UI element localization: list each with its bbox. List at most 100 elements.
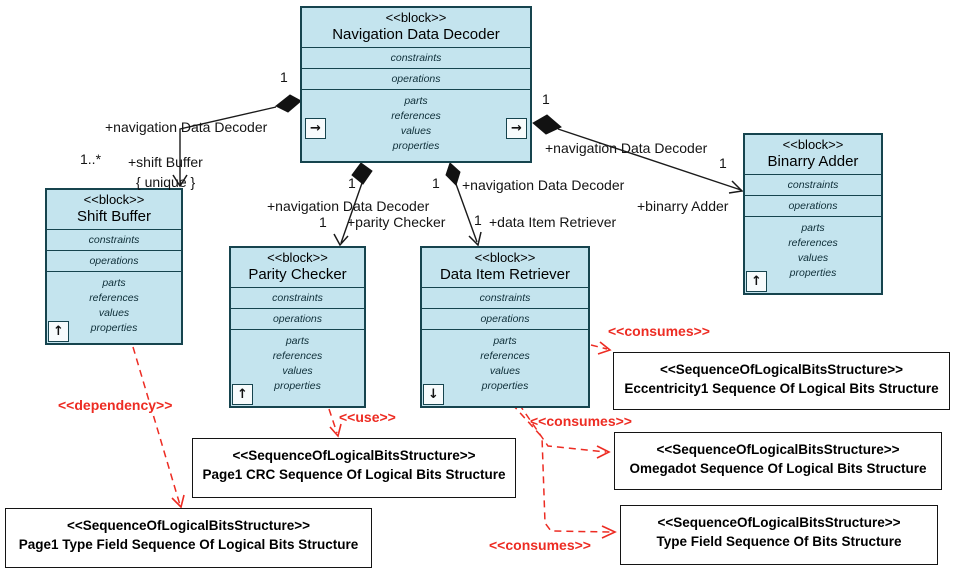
block-name: Shift Buffer (77, 208, 151, 226)
compartment-values-label: values (400, 125, 432, 137)
open-arrowhead (172, 174, 188, 188)
seq-box-stereotype: <<SequenceOfLogicalBitsStructure>> (656, 442, 900, 457)
compartment-parts-label: parts (404, 95, 428, 107)
compartment-references-label: references (480, 350, 530, 362)
stereotype-label-consumes[interactable]: <<consumes>> (530, 413, 632, 429)
seq-box-stereotype: <<SequenceOfLogicalBitsStructure>> (232, 448, 476, 463)
multiplicity-label[interactable]: 1 (719, 155, 727, 171)
block-stereotype: <<block>> (782, 137, 844, 152)
role-label-navigation-data-decoder[interactable]: +navigation Data Decoder (545, 140, 708, 156)
composition-diamond (445, 162, 461, 186)
compartment-values-label: values (282, 365, 313, 377)
compartment-properties-label: properties (789, 267, 837, 279)
flow-port-up-icon: ↑ (232, 384, 253, 405)
multiplicity-label[interactable]: 1 (474, 212, 482, 228)
open-arrowhead (596, 445, 611, 459)
seq-box-stereotype: <<SequenceOfLogicalBitsStructure>> (657, 515, 901, 530)
seq-box-stereotype: <<SequenceOfLogicalBitsStructure>> (66, 518, 311, 533)
consumes-dataitemretriever-omegadot[interactable] (518, 403, 611, 459)
dependency-shiftbuffer-page1typefield[interactable] (132, 346, 185, 509)
use-paritychecker-page1crc[interactable] (328, 408, 342, 438)
compartment-references-label: references (391, 110, 441, 122)
multiplicity-label[interactable]: 1 (319, 214, 327, 230)
block-stereotype: <<block>> (267, 250, 328, 265)
compartment-structure: parts references values properties (231, 330, 364, 406)
flow-port-up-icon: ↑ (746, 271, 767, 292)
open-arrowhead (597, 341, 612, 355)
compartment-operations: operations (745, 196, 881, 217)
flow-port-right-icon: → (506, 118, 527, 139)
open-arrowhead (171, 494, 185, 509)
association-decoder-binarryadder[interactable] (532, 114, 744, 194)
consumes-dataitemretriever-eccentricity[interactable] (590, 341, 612, 355)
role-label-navigation-data-decoder[interactable]: +navigation Data Decoder (462, 177, 625, 193)
constraint-label-unique[interactable]: { unique } (136, 174, 196, 190)
multiplicity-label[interactable]: 1..* (80, 151, 102, 167)
block-data-item-retriever[interactable]: <<block>> Data Item Retriever constraint… (420, 246, 590, 408)
association-decoder-dataitemretriever[interactable] (445, 162, 482, 247)
seq-box-type-field[interactable]: <<SequenceOfLogicalBitsStructure>> Type … (620, 505, 938, 565)
seq-box-page1-crc[interactable]: <<SequenceOfLogicalBitsStructure>> Page1… (192, 438, 516, 498)
compartment-operations: operations (302, 69, 530, 90)
seq-box-name: Eccentricity1 Sequence Of Logical Bits S… (624, 381, 939, 396)
role-label-binarry-adder[interactable]: +binarry Adder (637, 198, 729, 214)
association-decoder-paritychecker[interactable] (333, 162, 373, 247)
block-header: <<block>> Shift Buffer (47, 190, 181, 230)
stereotype-label-consumes[interactable]: <<consumes>> (608, 323, 710, 339)
compartment-properties-label: properties (274, 380, 321, 392)
flow-port-right-icon: → (305, 118, 326, 139)
block-stereotype: <<block>> (385, 10, 447, 25)
compartment-properties-label: properties (481, 380, 529, 392)
seq-box-stereotype: <<SequenceOfLogicalBitsStructure>> (659, 362, 904, 377)
compartment-constraints: constraints (302, 48, 530, 69)
multiplicity-label[interactable]: 1 (432, 175, 440, 191)
open-arrowhead (333, 233, 349, 247)
seq-box-name: Omegadot Sequence Of Logical Bits Struct… (629, 461, 927, 476)
compartment-properties-label: properties (392, 140, 440, 152)
block-parity-checker[interactable]: <<block>> Parity Checker constraints ope… (229, 246, 366, 408)
stereotype-label-dependency[interactable]: <<dependency>> (58, 397, 173, 413)
seq-box-name: Page1 Type Field Sequence Of Logical Bit… (18, 537, 359, 552)
stereotype-label-use[interactable]: <<use>> (339, 409, 396, 425)
block-binarry-adder[interactable]: <<block>> Binarry Adder constraints oper… (743, 133, 883, 295)
block-shift-buffer[interactable]: <<block>> Shift Buffer constraints opera… (45, 188, 183, 345)
multiplicity-label[interactable]: 1 (348, 175, 356, 191)
role-label-shift-buffer[interactable]: +shift Buffer (128, 154, 203, 170)
composition-diamond (532, 114, 562, 135)
flow-port-down-icon: ↓ (423, 384, 444, 405)
block-header: <<block>> Binarry Adder (745, 135, 881, 175)
compartment-references-label: references (788, 237, 838, 249)
block-name: Parity Checker (248, 266, 347, 284)
compartment-operations: operations (422, 309, 588, 330)
compartment-operations: operations (231, 309, 364, 330)
compartment-constraints: constraints (745, 175, 881, 196)
consumes-dataitemretriever-typefield[interactable] (511, 403, 617, 539)
role-label-data-item-retriever[interactable]: +data Item Retriever (489, 214, 617, 230)
seq-box-name: Type Field Sequence Of Bits Structure (656, 534, 902, 549)
role-label-parity-checker[interactable]: +parity Checker (347, 214, 446, 230)
seq-box-page1-type-field[interactable]: <<SequenceOfLogicalBitsStructure>> Page1… (5, 508, 372, 568)
compartment-operations: operations (47, 251, 181, 272)
seq-box-omegadot[interactable]: <<SequenceOfLogicalBitsStructure>> Omega… (614, 432, 942, 490)
block-header: <<block>> Navigation Data Decoder (302, 8, 530, 48)
block-name: Data Item Retriever (439, 266, 571, 284)
flow-port-up-icon: ↑ (48, 321, 69, 342)
block-navigation-data-decoder[interactable]: <<block>> Navigation Data Decoder constr… (300, 6, 532, 163)
compartment-structure: parts references values properties (302, 90, 530, 161)
multiplicity-label[interactable]: 1 (280, 69, 288, 85)
role-label-navigation-data-decoder[interactable]: +navigation Data Decoder (105, 119, 268, 135)
block-name: Binarry Adder (767, 153, 859, 171)
seq-box-eccentricity[interactable]: <<SequenceOfLogicalBitsStructure>> Eccen… (613, 352, 950, 410)
association-decoder-shiftbuffer[interactable] (172, 94, 302, 188)
multiplicity-label[interactable]: 1 (542, 91, 550, 107)
compartment-constraints: constraints (47, 230, 181, 251)
compartment-parts-label: parts (801, 222, 825, 234)
stereotype-label-consumes[interactable]: <<consumes>> (489, 537, 591, 553)
block-name: Navigation Data Decoder (332, 26, 500, 44)
role-label-navigation-data-decoder[interactable]: +navigation Data Decoder (267, 198, 430, 214)
open-arrowhead (468, 231, 482, 247)
compartment-constraints: constraints (422, 288, 588, 309)
compartment-constraints: constraints (231, 288, 364, 309)
